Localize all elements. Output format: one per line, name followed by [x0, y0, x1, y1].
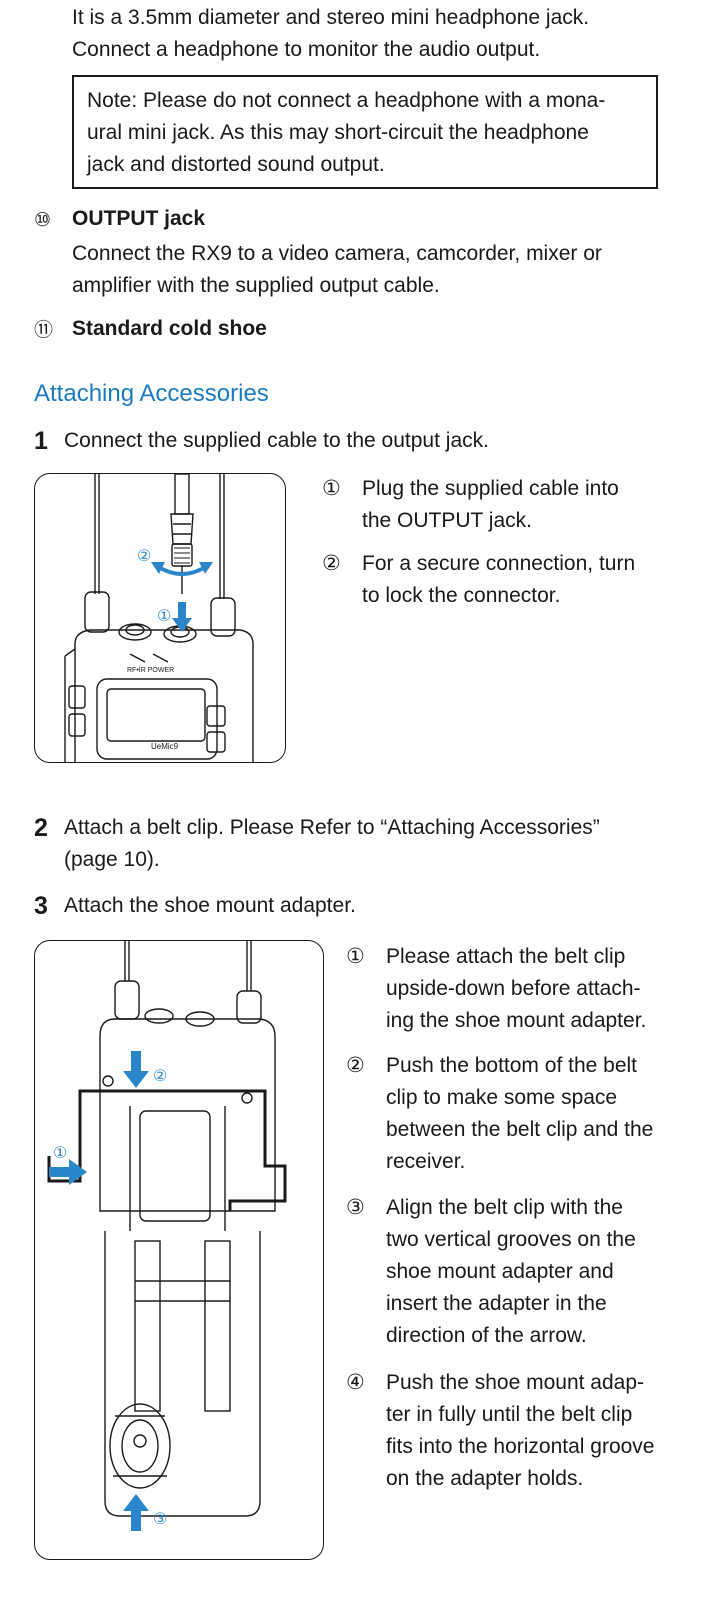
sub-line: For a secure connection, turn [362, 552, 636, 575]
figure-3-label-2: ② [153, 1068, 168, 1085]
step-3-number: 3 [34, 892, 48, 920]
sub-line: shoe mount adapter and [386, 1260, 614, 1283]
item-title-output-jack: OUTPUT jack [72, 207, 206, 230]
step-3-sub-2: ② Push the bottom of the belt clip to ma… [346, 1050, 686, 1178]
figure-3-label-1: ① [53, 1145, 68, 1162]
sub-line: direction of the arrow. [386, 1324, 587, 1347]
step-2-number: 2 [34, 814, 48, 842]
note-line-1: Note: Please do not connect a headphone … [87, 89, 606, 112]
sub-line: Please attach the belt clip [386, 945, 626, 968]
step-1-sub-1: ① Plug the supplied cable into the OUTPU… [322, 473, 672, 537]
sub-line: between the belt clip and the [386, 1118, 654, 1141]
sub-line: fits into the horizontal groove [386, 1435, 655, 1458]
sub-line: clip to make some space [386, 1086, 618, 1109]
step-2-line-1: Attach a belt clip. Please Refer to “Att… [64, 816, 600, 839]
shoe-mount-illustration [47, 941, 287, 1531]
figure-1-label-2: ② [137, 548, 152, 565]
sub-marker: ④ [346, 1371, 365, 1394]
note-line-2: ural mini jack. As this may short-circui… [87, 121, 589, 144]
sub-line: Push the shoe mount adap- [386, 1371, 645, 1394]
step-3-figure: ② ① ③ [34, 940, 324, 1560]
sub-line: Push the bottom of the belt [386, 1054, 637, 1077]
sub-line: on the adapter holds. [386, 1467, 584, 1490]
step-1-number: 1 [34, 427, 48, 455]
step-3-text: Attach the shoe mount adapter. [64, 894, 356, 917]
item-10-line-2: amplifier with the supplied output cable… [72, 274, 440, 297]
sub-line: ing the shoe mount adapter. [386, 1009, 647, 1032]
step-1-sub-2: ② For a secure connection, turn to lock … [322, 548, 672, 612]
step-1-text: Connect the supplied cable to the output… [64, 429, 489, 452]
step-2-line-2: (page 10). [64, 848, 160, 871]
sub-marker: ② [346, 1054, 365, 1077]
step-1-figure: ② ① RF•IR POWER UeMic9 [34, 473, 286, 763]
sub-line: receiver. [386, 1150, 466, 1173]
step-3-sub-4: ④ Push the shoe mount adap- ter in fully… [346, 1367, 686, 1495]
step-3-sub-1: ① Please attach the belt clip upside-dow… [346, 941, 686, 1037]
item-10-line-1: Connect the RX9 to a video camera, camco… [72, 242, 602, 265]
sub-marker: ① [322, 477, 341, 500]
sub-line: Plug the supplied cable into [362, 477, 619, 500]
note-line-3: jack and distorted sound output. [87, 153, 385, 176]
item-marker-11: ⑪ [34, 320, 54, 341]
sub-marker: ① [346, 945, 365, 968]
note-box: Note: Please do not connect a headphone … [72, 75, 658, 189]
figure-1-brand: UeMic9 [151, 742, 179, 751]
step-3-sub-3: ③ Align the belt clip with the two verti… [346, 1192, 686, 1352]
sub-line: ter in fully until the belt clip [386, 1403, 633, 1426]
figure-1-led-label: RF•IR POWER [127, 667, 175, 674]
sub-line: upside-down before attach- [386, 977, 641, 1000]
intro-line-1: It is a 3.5mm diameter and stereo mini h… [72, 6, 590, 29]
section-heading: Attaching Accessories [34, 380, 269, 407]
intro-line-2: Connect a headphone to monitor the audio… [72, 38, 541, 61]
sub-line: insert the adapter in the [386, 1292, 607, 1315]
figure-3-label-3: ③ [153, 1511, 168, 1528]
receiver-cable-illustration [64, 474, 254, 762]
sub-marker: ③ [346, 1196, 365, 1219]
sub-line: two vertical grooves on the [386, 1228, 636, 1251]
sub-line: the OUTPUT jack. [362, 509, 532, 532]
item-title-cold-shoe: Standard cold shoe [72, 317, 267, 340]
sub-marker: ② [322, 552, 341, 575]
item-marker-10: ⑩ [34, 210, 52, 231]
sub-line: to lock the connector. [362, 584, 561, 607]
figure-1-label-1: ① [157, 608, 172, 625]
sub-line: Align the belt clip with the [386, 1196, 623, 1219]
